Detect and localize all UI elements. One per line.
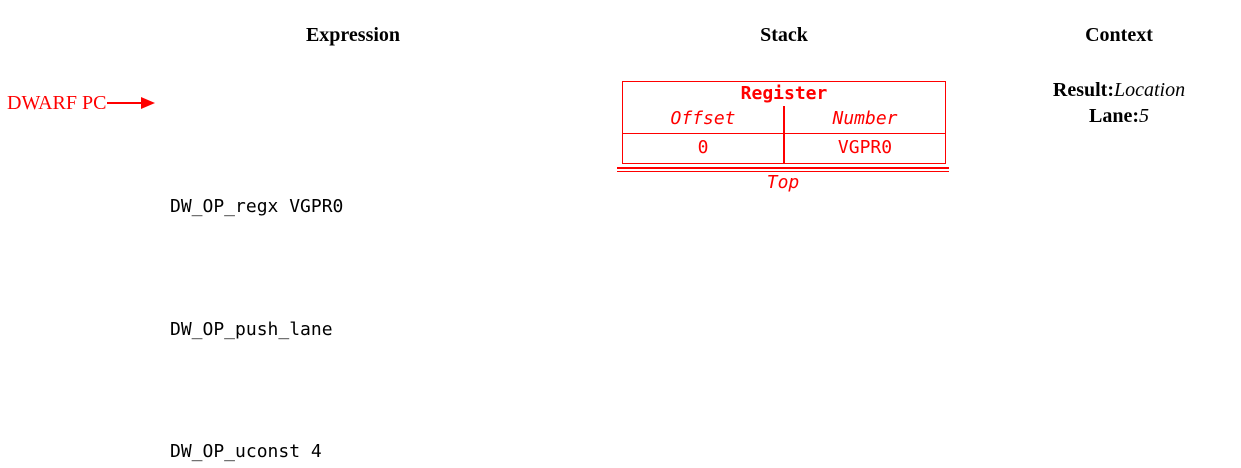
arrow-head: [141, 97, 156, 109]
expression-op: DW_OP_regx VGPR0: [170, 196, 344, 218]
context-lane-value: 5: [1138, 105, 1149, 127]
expression-column-header: Expression: [305, 24, 401, 46]
stack-offset-column: Offset 0: [623, 106, 783, 163]
stack-number-value: VGPR0: [785, 133, 945, 163]
stack-top-line-thin: [617, 171, 949, 172]
arrow-shaft: [107, 102, 142, 104]
right-arrow-icon: [106, 97, 156, 109]
context-lane-label: Lane:: [1088, 105, 1139, 127]
context-result-row: Result:Location: [1053, 77, 1185, 103]
stack-number-column: Number VGPR0: [785, 106, 945, 163]
stack-offset-header: Offset: [670, 108, 736, 129]
stack-column-divider: [783, 106, 785, 163]
stack-top-indicator: Top: [617, 167, 949, 193]
context-lane-row: Lane:5: [1053, 103, 1185, 129]
stack-number-header: Number: [832, 108, 898, 129]
context-result-label: Result:: [1052, 79, 1114, 101]
context-fields: Result:Location Lane:5: [1053, 77, 1185, 129]
dwarf-pc-marker: DWARF PC: [7, 91, 156, 115]
stack-offset-value: 0: [623, 133, 783, 163]
stack-entry-type-label: Register: [740, 83, 828, 104]
stack-register-entry: Register Offset 0 Number VGPR0: [622, 81, 946, 164]
expression-op: DW_OP_push_lane: [170, 318, 333, 340]
stack-top-label: Top: [766, 172, 800, 193]
context-column-header: Context: [1085, 24, 1153, 46]
dwarf-pc-label: DWARF PC: [7, 91, 107, 114]
expression-op: DW_OP_uconst 4: [170, 441, 322, 463]
stack-column-header: Stack: [760, 24, 808, 46]
stack-entry-grid: Offset 0 Number VGPR0: [623, 106, 945, 163]
expression-op-list: DW_OP_regx VGPR0 DW_OP_push_lane DW_OP_u…: [170, 70, 343, 468]
context-result-value: Location: [1113, 79, 1186, 101]
stack-top-line-thick: [617, 167, 949, 169]
